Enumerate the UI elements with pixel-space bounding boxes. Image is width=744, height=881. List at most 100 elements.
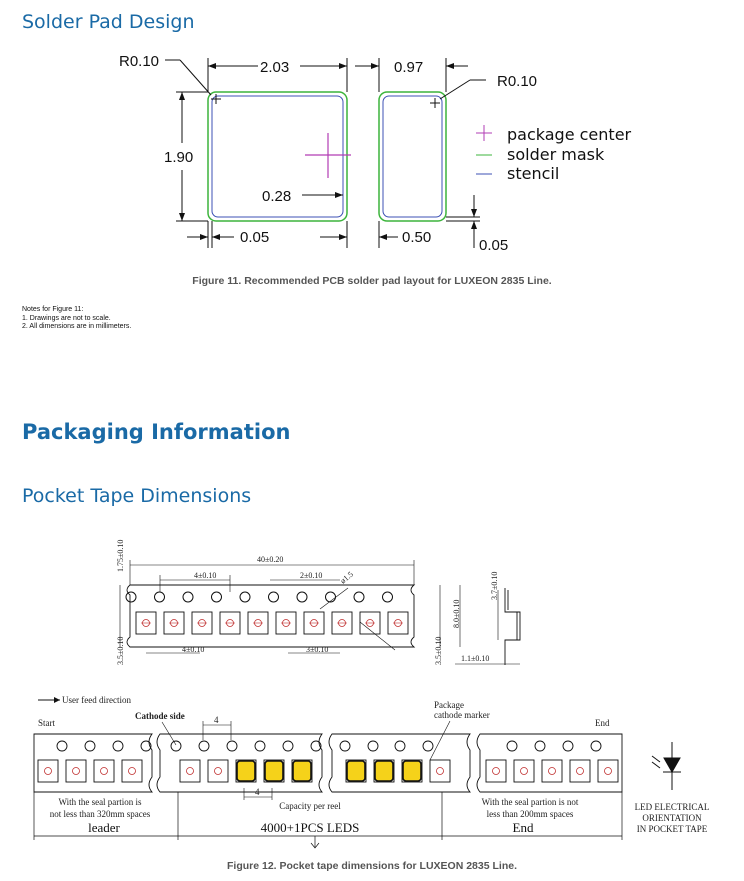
pocket-mark: [604, 767, 612, 775]
led-in-pocket: [292, 760, 312, 782]
sprocket-hole: [325, 591, 336, 603]
seal-left-2: not less than 320mm spaces: [50, 809, 151, 819]
reel-pocket: [37, 759, 59, 783]
end-top-label: End: [595, 718, 610, 728]
pocket: [247, 611, 269, 635]
figure-12-caption: Figure 12. Pocket tape dimensions for LU…: [227, 860, 517, 872]
reel-sprocket-hole: [140, 740, 152, 752]
sprocket-hole: [353, 591, 365, 603]
solder-pad-heading: Solder Pad Design: [22, 11, 195, 33]
figure-11-caption: Figure 11. Recommended PCB solder pad la…: [192, 275, 552, 287]
tape-dim-thick: 1.1±0.10: [461, 654, 489, 663]
dim-r-left: R0.10: [119, 53, 159, 70]
pocket-mark: [576, 767, 584, 775]
reel-sprocket-hole: [84, 740, 96, 752]
dim-r-right: R0.10: [497, 73, 537, 90]
tape-dim-pocket2: 3±0.10: [306, 645, 328, 654]
dim-mask-right: 0.05: [479, 237, 508, 254]
reel-pocket: [207, 759, 229, 783]
reel-pocket: [93, 759, 115, 783]
reel-sprocket-hole: [562, 740, 574, 752]
note-1: 1. Drawings are not to scale.: [22, 314, 111, 322]
reel-sprocket-hole: [254, 740, 266, 752]
led-in-pocket: [346, 760, 366, 782]
sprocket-hole: [268, 591, 279, 603]
reel-pocket: [513, 759, 535, 783]
seal-right-2: less than 200mm spaces: [487, 809, 574, 819]
legend: package center solder mask stencil: [476, 125, 632, 183]
pkg-marker-label-2: cathode marker: [434, 710, 490, 720]
legend-solder-mask: solder mask: [507, 145, 605, 164]
dim-gap: 0.28: [262, 188, 291, 205]
reel-sprocket-hole: [506, 740, 518, 752]
orient-1: LED ELECTRICAL: [635, 802, 710, 812]
pocket: [219, 611, 241, 635]
legend-package-center: package center: [507, 125, 632, 144]
pitch-top: 4: [214, 715, 219, 725]
tape-dim-side2: 3.5±0.10: [434, 637, 443, 665]
sprocket-hole: [154, 591, 165, 603]
dim-w-right: 0.97: [394, 59, 423, 76]
tape-dim-side: 3.5±0.10: [116, 637, 125, 665]
sprocket-hole: [382, 591, 393, 603]
pocket: [135, 611, 157, 635]
pocket: [191, 611, 213, 635]
reel-sprocket-hole: [339, 740, 351, 752]
reel-pocket: [401, 759, 423, 783]
package-center-mark: [305, 133, 351, 178]
pocket-mark: [128, 767, 136, 775]
right-pad-mask: [378, 91, 447, 222]
sprocket-hole: [182, 591, 194, 603]
dim-w-left: 2.03: [260, 59, 289, 76]
pocket-mark: [548, 767, 556, 775]
pkg-marker-label-1: Package: [434, 700, 464, 710]
pocket-mark: [100, 767, 108, 775]
packaging-heading: Packaging Information: [22, 420, 291, 444]
start-label: Start: [38, 718, 55, 728]
reel-sprocket-hole: [394, 740, 406, 752]
tape-dim-dia: ø1.5: [339, 570, 356, 586]
dim-mask-left: 0.05: [240, 229, 269, 246]
pocket: [275, 611, 297, 635]
note-2: 2. All dimensions are in millimeters.: [22, 323, 132, 330]
notes-title: Notes for Figure 11:: [22, 306, 84, 313]
reel-sprocket-hole: [226, 740, 238, 752]
reel-sprocket-hole: [367, 740, 379, 752]
led-in-pocket: [374, 760, 394, 782]
orient-3: IN POCKET TAPE: [637, 824, 708, 834]
feed-direction: User feed direction: [62, 695, 131, 705]
pitch-bottom: 4: [255, 787, 260, 797]
reel-pocket: [597, 759, 619, 783]
reel-sprocket-hole: [112, 740, 124, 752]
pocket-mark: [436, 767, 444, 775]
pocket-mark: [72, 767, 80, 775]
reel-pocket: [429, 759, 451, 783]
sprocket-hole: [211, 591, 222, 603]
right-pad-stencil: [382, 95, 443, 218]
tape-dim-pocket: 4±0.10: [182, 645, 204, 654]
reel-pocket: [179, 759, 201, 783]
reel-tape-view: User feed direction Start End Cathode si…: [33, 695, 710, 849]
led-in-pocket: [402, 760, 422, 782]
leader-label: leader: [88, 820, 120, 835]
tape-dim-width: 8.0±0.10: [452, 600, 461, 628]
reel-sprocket-hole: [422, 740, 434, 752]
reel-pocket: [541, 759, 563, 783]
reel-pocket: [569, 759, 591, 783]
pocket: [331, 611, 353, 635]
dim-height: 1.90: [164, 149, 193, 166]
reel-pocket: [235, 759, 257, 783]
capacity-label: Capacity per reel: [279, 801, 341, 811]
reel-pocket: [121, 759, 143, 783]
seal-left-1: With the seal partion is: [58, 797, 142, 807]
left-pad-stencil: [211, 95, 344, 218]
led-symbol-icon: [651, 742, 681, 790]
cathode-side-label: Cathode side: [135, 711, 185, 721]
tape-dim-half: 2±0.10: [300, 571, 322, 580]
led-in-pocket: [264, 760, 284, 782]
leds-label: 4000+1PCS LEDS: [261, 820, 360, 835]
pocket-mark: [214, 767, 222, 775]
seal-right-1: With the seal partion is not: [482, 797, 579, 807]
reel-pocket: [291, 759, 313, 783]
